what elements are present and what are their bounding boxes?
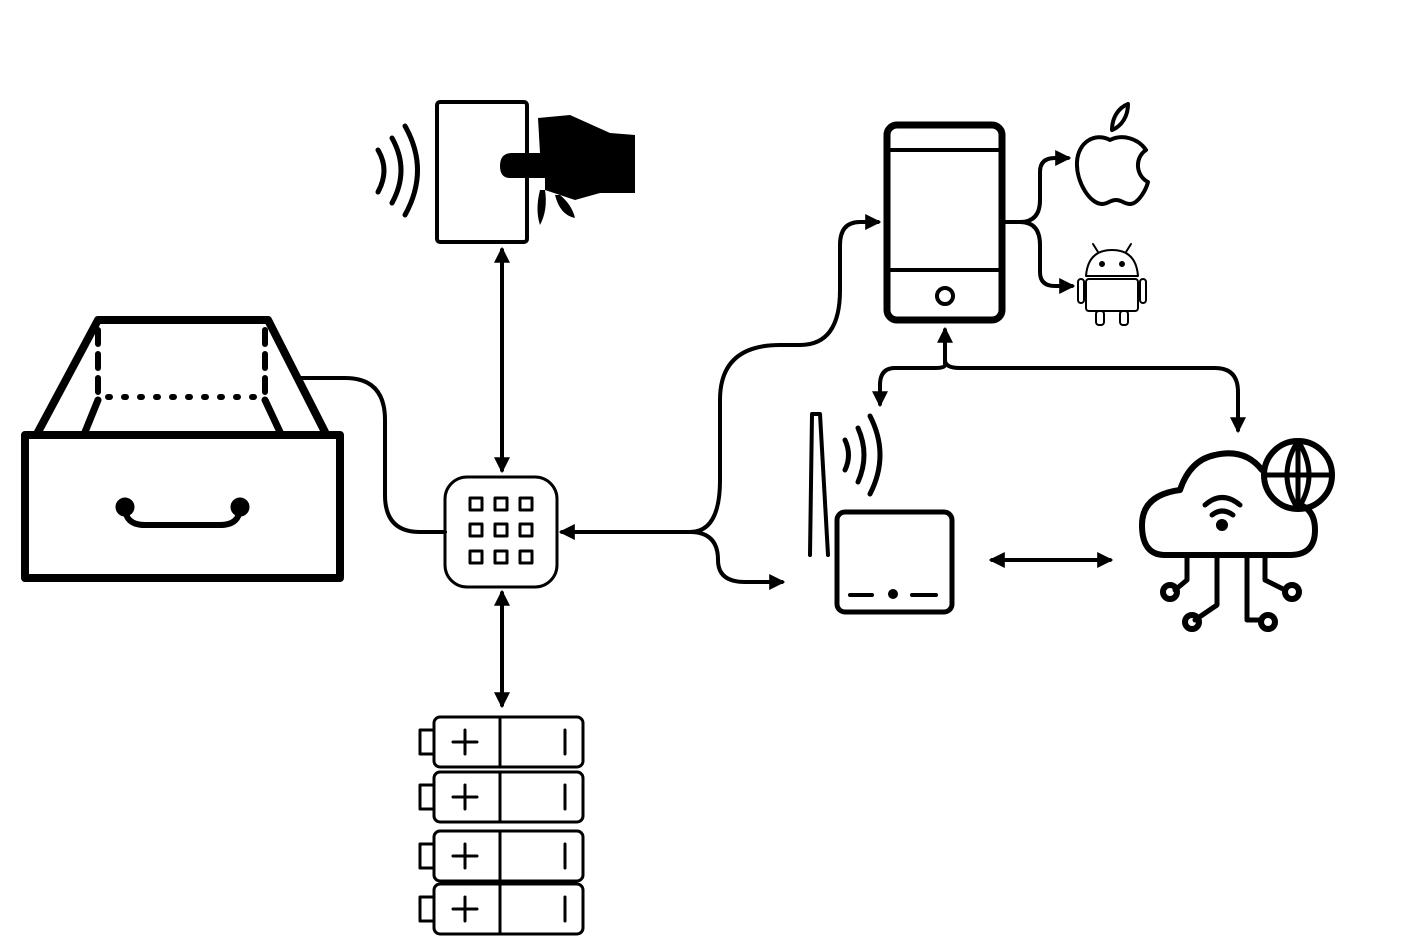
battery-icon [418, 829, 585, 883]
contactless-card-reader-icon [375, 100, 635, 244]
phone-cloud-connection [943, 358, 1246, 434]
controller-router-connection [688, 530, 786, 590]
drawer-connection [298, 376, 447, 534]
controller-phone-connection [558, 214, 882, 540]
keypad-controller-icon [443, 475, 559, 589]
battery-icon [418, 882, 585, 936]
battery-icon [418, 770, 585, 824]
cloud-network-icon [1139, 438, 1335, 632]
android-icon [1077, 243, 1147, 326]
phone-network-connection [880, 330, 945, 404]
wifi-router-icon [808, 412, 955, 615]
drawer-icon [21, 316, 344, 582]
phone-ios-connection [1002, 150, 1072, 224]
phone-android-connection [1018, 220, 1076, 294]
battery-pack-icon [418, 715, 585, 936]
smartphone-icon [883, 121, 1006, 324]
battery-icon [418, 715, 585, 769]
apple-icon [1074, 102, 1150, 206]
